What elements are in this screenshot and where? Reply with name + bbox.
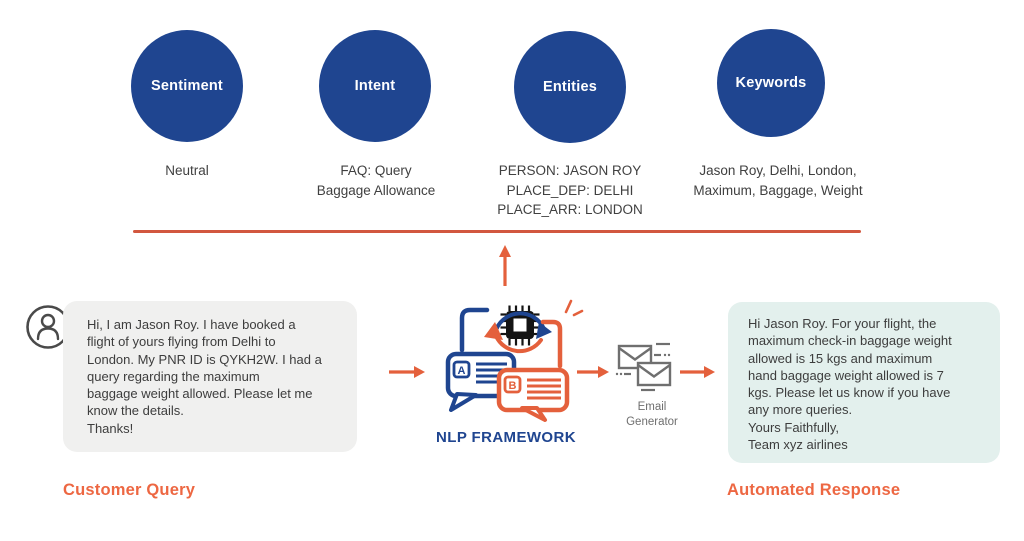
circle-label-entities: Entities xyxy=(543,79,597,95)
nlp-framework-label: NLP FRAMEWORK xyxy=(436,429,576,446)
circle-label-sentiment: Sentiment xyxy=(151,78,223,94)
divider-line xyxy=(133,230,861,233)
customer-query-label: Customer Query xyxy=(63,481,196,499)
analysis-circle-intent: Intent xyxy=(319,30,431,142)
user-avatar-icon xyxy=(25,304,71,350)
automated-response-label: Automated Response xyxy=(727,481,901,499)
circle-label-intent: Intent xyxy=(354,78,396,94)
analysis-value-intent: FAQ: Query Baggage Allowance xyxy=(316,163,436,198)
customer-query-text: Hi, I am Jason Roy. I have booked a flig… xyxy=(87,317,322,436)
flow-arrow-3-icon xyxy=(679,364,716,380)
analysis-value-keywords: Jason Roy, Delhi, London, Maximum, Bagga… xyxy=(693,163,863,198)
analysis-value-sentiment: Neutral xyxy=(165,163,209,178)
analysis-value-entities: PERSON: JASON ROY PLACE_DEP: DELHI PLACE… xyxy=(497,163,643,217)
email-generator-icon xyxy=(614,342,680,394)
nlp-framework-icon: A B xyxy=(437,296,585,428)
flow-arrow-1-icon xyxy=(388,364,426,380)
analysis-circle-entities: Entities xyxy=(514,31,626,143)
flow-arrow-2-icon xyxy=(576,364,610,380)
analysis-circle-keywords: Keywords xyxy=(717,29,825,137)
email-generator-label: Email Generator xyxy=(626,401,678,428)
automated-response-text: Hi Jason Roy. For your flight, the maxim… xyxy=(748,316,952,453)
customer-query-bubble: Hi, I am Jason Roy. I have booked a flig… xyxy=(63,301,357,452)
analysis-circle-sentiment: Sentiment xyxy=(131,30,243,142)
up-arrow-icon xyxy=(497,244,513,288)
automated-response-bubble: Hi Jason Roy. For your flight, the maxim… xyxy=(728,302,1000,463)
svg-text:B: B xyxy=(509,380,517,392)
circle-label-keywords: Keywords xyxy=(735,75,807,91)
svg-text:A: A xyxy=(458,365,466,377)
